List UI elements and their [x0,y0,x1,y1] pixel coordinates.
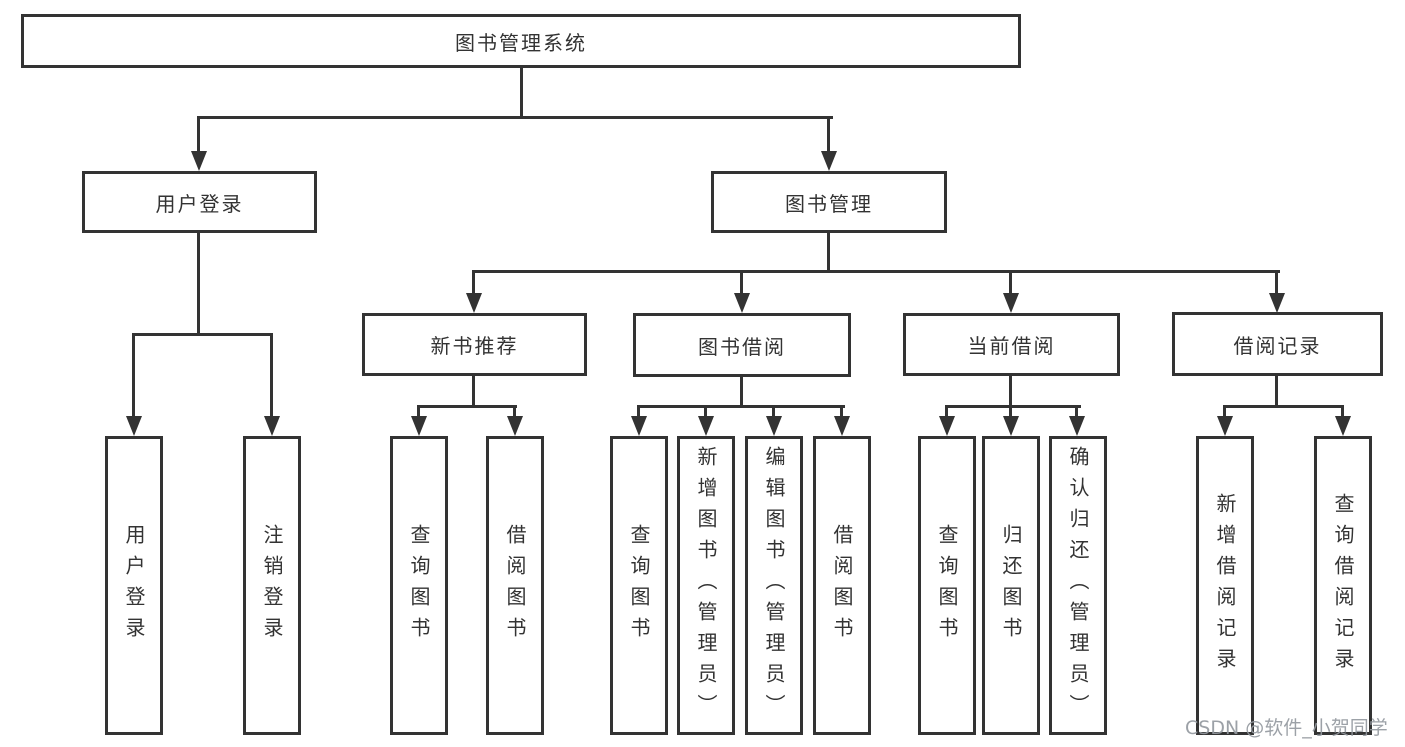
leaf-query-books-current-label: 查询图书 [935,523,959,648]
node-current-borrow-label: 当前借阅 [967,334,1056,358]
connector-line [1341,405,1344,419]
leaf-logout: 注销登录 [243,436,301,735]
node-borrow-records: 借阅记录 [1172,312,1383,376]
arrow-down-icon [834,416,850,436]
leaf-confirm-return-admin-label: 确认归还（管理员） [1066,446,1090,725]
leaf-query-books-current: 查询图书 [918,436,976,735]
connector-line [740,270,743,295]
connector-line [740,377,743,407]
leaf-query-books-newbooks: 查询图书 [390,436,448,735]
arrow-down-icon [1003,416,1019,436]
connector-line [472,270,1280,273]
arrow-down-icon [1003,293,1019,313]
leaf-borrow-books-newbooks: 借阅图书 [486,436,544,735]
connector-line [840,405,843,419]
leaf-confirm-return-admin: 确认归还（管理员） [1049,436,1107,735]
node-book-mgmt: 图书管理 [711,171,947,233]
arrow-down-icon [1069,416,1085,436]
leaf-borrow-books-borrow: 借阅图书 [813,436,871,735]
arrow-down-icon [466,293,482,313]
connector-line [637,405,845,408]
arrow-down-icon [1335,416,1351,436]
connector-line [772,405,775,419]
leaf-query-books-newbooks-label: 查询图书 [407,523,431,648]
connector-line [132,333,273,336]
connector-line [472,376,475,407]
arrow-down-icon [191,151,207,171]
arrow-down-icon [821,151,837,171]
node-book-mgmt-label: 图书管理 [785,191,873,216]
leaf-return-books-label: 归还图书 [999,523,1023,648]
connector-line [520,68,523,118]
connector-line [704,405,707,419]
node-user-login: 用户登录 [82,171,317,233]
node-user-login-label: 用户登录 [155,191,244,216]
node-book-borrow-label: 图书借阅 [698,334,786,359]
leaf-return-books: 归还图书 [982,436,1040,735]
connector-line [417,405,420,419]
leaf-edit-books-admin: 编辑图书（管理员） [745,436,803,735]
watermark-text: CSDN @软件_小贺同学 [1185,717,1388,739]
connector-line [270,333,273,419]
connector-line [197,233,200,335]
arrow-down-icon [698,416,714,436]
connector-line [1275,375,1278,407]
connector-line [945,405,1081,408]
leaf-user-login: 用户登录 [105,436,163,735]
arrow-down-icon [939,416,955,436]
node-root: 图书管理系统 [21,14,1021,68]
arrow-down-icon [507,416,523,436]
connector-line [1009,405,1012,419]
connector-line [1009,270,1012,295]
connector-line [513,405,516,419]
arrow-down-icon [766,416,782,436]
connector-line [1009,376,1012,407]
leaf-borrow-books-borrow-label: 借阅图书 [830,523,854,648]
connector-line [945,405,948,419]
connector-line [472,270,475,295]
leaf-query-borrow-record: 查询借阅记录 [1314,436,1372,735]
leaf-borrow-books-newbooks-label: 借阅图书 [503,523,527,648]
node-root-label: 图书管理系统 [455,30,587,55]
node-new-books: 新书推荐 [362,313,587,376]
connector-line [1223,405,1344,408]
connector-line [417,405,517,408]
leaf-query-books-borrow-label: 查询图书 [627,523,651,648]
arrow-down-icon [631,416,647,436]
node-current-borrow: 当前借阅 [903,313,1120,376]
leaf-add-borrow-record: 新增借阅记录 [1196,436,1254,735]
arrow-down-icon [126,416,142,436]
arrow-down-icon [1269,293,1285,313]
arrow-down-icon [411,416,427,436]
leaf-query-borrow-record-label: 查询借阅记录 [1331,492,1355,679]
connector-line [1075,405,1078,419]
arrow-down-icon [1217,416,1233,436]
arrow-down-icon [734,293,750,313]
leaf-add-books-admin-label: 新增图书（管理员） [694,446,718,725]
connector-line [827,116,830,153]
connector-line [197,116,833,119]
connector-line [197,116,200,153]
leaf-edit-books-admin-label: 编辑图书（管理员） [762,446,786,725]
leaf-query-books-borrow: 查询图书 [610,436,668,735]
connector-line [827,233,830,273]
connector-line [1223,405,1226,419]
node-book-borrow: 图书借阅 [633,313,851,377]
leaf-add-books-admin: 新增图书（管理员） [677,436,735,735]
connector-line [637,405,640,419]
connector-line [1275,270,1278,295]
node-borrow-records-label: 借阅记录 [1233,333,1322,358]
leaf-add-borrow-record-label: 新增借阅记录 [1213,492,1237,679]
arrow-down-icon [264,416,280,436]
leaf-logout-label: 注销登录 [260,523,284,648]
node-new-books-label: 新书推荐 [430,334,519,358]
leaf-user-login-label: 用户登录 [122,523,146,648]
connector-line [132,333,135,419]
